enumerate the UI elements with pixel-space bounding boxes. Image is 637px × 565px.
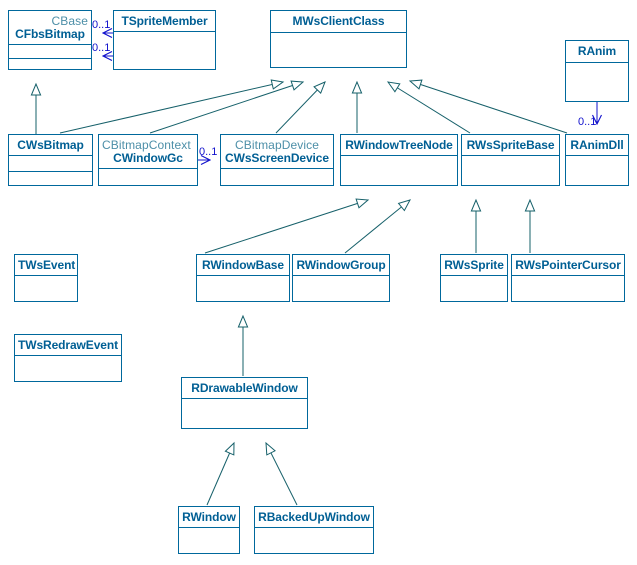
class-title: RAnim xyxy=(577,44,617,59)
class-title: RAnimDll xyxy=(570,137,624,152)
class-operations-compartment xyxy=(179,528,239,553)
class-box-twsevent[interactable]: TWsEvent xyxy=(14,254,78,302)
class-box-ranimdll[interactable]: RAnimDll xyxy=(565,134,629,186)
class-operations-compartment xyxy=(221,169,333,185)
class-name-compartment: RAnimDll xyxy=(566,135,628,156)
edge-cwsbitmap-mwsclientclass xyxy=(59,79,285,134)
class-title: CWindowGc xyxy=(113,150,183,165)
class-name-compartment: TWsEvent xyxy=(15,255,77,276)
class-operations-compartment xyxy=(15,276,77,301)
edge-cwsscreendevice-mwsclientclass xyxy=(275,81,326,134)
class-box-rwssprite[interactable]: RWsSprite xyxy=(440,254,508,302)
class-name-compartment: RWsPointerCursor xyxy=(512,255,624,276)
edge-rbackedupwindow-rdrawablewindow xyxy=(265,441,298,506)
multiplicity-label-assoc-ranim-ranimdll: 0..1 xyxy=(578,116,597,128)
class-operations-compartment xyxy=(182,399,307,428)
class-title: RDrawableWindow xyxy=(191,380,298,395)
edge-rwsspritebase-mwsclientclass xyxy=(386,81,471,134)
class-name-compartment: RDrawableWindow xyxy=(182,378,307,399)
class-operations-compartment xyxy=(255,528,373,553)
class-name-compartment: RAnim xyxy=(566,41,628,63)
class-box-rwsspritebase[interactable]: RWsSpriteBase xyxy=(461,134,560,186)
class-title: RWindowTreeNode xyxy=(345,137,453,152)
edge-cwindowgc-mwsclientclass xyxy=(149,80,305,134)
class-title: RBackedUpWindow xyxy=(258,509,370,524)
class-operations-compartment xyxy=(114,32,215,69)
multiplicity-label-assoc-tspritemember-cfbsbitmap-2: 0..1 xyxy=(92,42,111,54)
edge-ranimdll-mwsclientclass xyxy=(408,79,568,134)
class-box-ranim[interactable]: RAnim xyxy=(565,40,629,102)
class-operations-compartment xyxy=(566,63,628,101)
class-name-compartment: RWindowGroup xyxy=(293,255,389,276)
class-name-compartment: RWindow xyxy=(179,507,239,528)
class-title: CWsBitmap xyxy=(17,137,84,152)
class-title: CFbsBitmap xyxy=(15,26,85,41)
class-title: RWindowBase xyxy=(202,257,284,272)
class-box-cwsbitmap[interactable]: CWsBitmap xyxy=(8,134,93,186)
class-operations-compartment xyxy=(271,33,406,67)
class-title: TSpriteMember xyxy=(121,13,208,28)
class-title: RWindowGroup xyxy=(296,257,386,272)
class-box-twsredrawevent[interactable]: TWsRedrawEvent xyxy=(14,334,122,382)
class-box-rbackedupwindow[interactable]: RBackedUpWindow xyxy=(254,506,374,554)
class-title: MWsClientClass xyxy=(292,14,385,29)
class-box-rwspointercursor[interactable]: RWsPointerCursor xyxy=(511,254,625,302)
class-name-compartment: CWsBitmap xyxy=(9,135,92,156)
class-parent-name: CBitmapContext xyxy=(102,137,191,152)
class-box-rdrawablewindow[interactable]: RDrawableWindow xyxy=(181,377,308,429)
class-operations-compartment xyxy=(9,172,92,185)
class-operations-compartment xyxy=(197,276,289,301)
class-parent-name: CBase xyxy=(51,13,88,28)
class-title: RWsSpriteBase xyxy=(466,137,555,152)
class-box-rwindowbase[interactable]: RWindowBase xyxy=(196,254,290,302)
class-operations-compartment xyxy=(462,156,559,185)
class-attributes-compartment xyxy=(9,45,91,59)
multiplicity-label-assoc-cwindowgc-cwsscreendevice: 0..1 xyxy=(199,146,218,158)
edge-rwindow-rdrawablewindow xyxy=(206,441,235,506)
class-operations-compartment xyxy=(566,156,628,185)
class-title: RWsPointerCursor xyxy=(515,257,621,272)
class-name-compartment: RWsSpriteBase xyxy=(462,135,559,156)
class-operations-compartment xyxy=(341,156,457,185)
class-box-rwindowtreenode[interactable]: RWindowTreeNode xyxy=(340,134,458,186)
class-title: CWsScreenDevice xyxy=(225,150,329,165)
class-name-compartment: RBackedUpWindow xyxy=(255,507,373,528)
class-name-compartment: TWsRedrawEvent xyxy=(15,335,121,356)
class-operations-compartment xyxy=(9,59,91,69)
class-box-tspritemember[interactable]: TSpriteMember xyxy=(113,10,216,70)
class-title: RWindow xyxy=(182,509,236,524)
class-parent-name: CBitmapDevice xyxy=(235,137,319,152)
class-title: TWsEvent xyxy=(18,257,76,272)
class-title: TWsRedrawEvent xyxy=(18,337,118,352)
class-box-rwindow[interactable]: RWindow xyxy=(178,506,240,554)
class-box-mwsclientclass[interactable]: MWsClientClass xyxy=(270,10,407,68)
class-name-compartment: TSpriteMember xyxy=(114,11,215,32)
edge-rwindowgroup-rwindowtreenode xyxy=(344,199,412,254)
class-name-compartment: MWsClientClass xyxy=(271,11,406,33)
class-name-compartment: RWindowBase xyxy=(197,255,289,276)
multiplicity-label-assoc-tspritemember-cfbsbitmap-1: 0..1 xyxy=(92,19,111,31)
class-operations-compartment xyxy=(293,276,389,301)
class-operations-compartment xyxy=(512,276,624,301)
class-box-rwindowgroup[interactable]: RWindowGroup xyxy=(292,254,390,302)
class-name-compartment: RWsSprite xyxy=(441,255,507,276)
class-operations-compartment xyxy=(441,276,507,301)
class-operations-compartment xyxy=(15,356,121,381)
class-name-compartment: RWindowTreeNode xyxy=(341,135,457,156)
class-title: RWsSprite xyxy=(444,257,504,272)
class-attributes-compartment xyxy=(9,156,92,172)
class-operations-compartment xyxy=(99,169,197,185)
edge-rwindowbase-rwindowtreenode xyxy=(204,198,370,254)
